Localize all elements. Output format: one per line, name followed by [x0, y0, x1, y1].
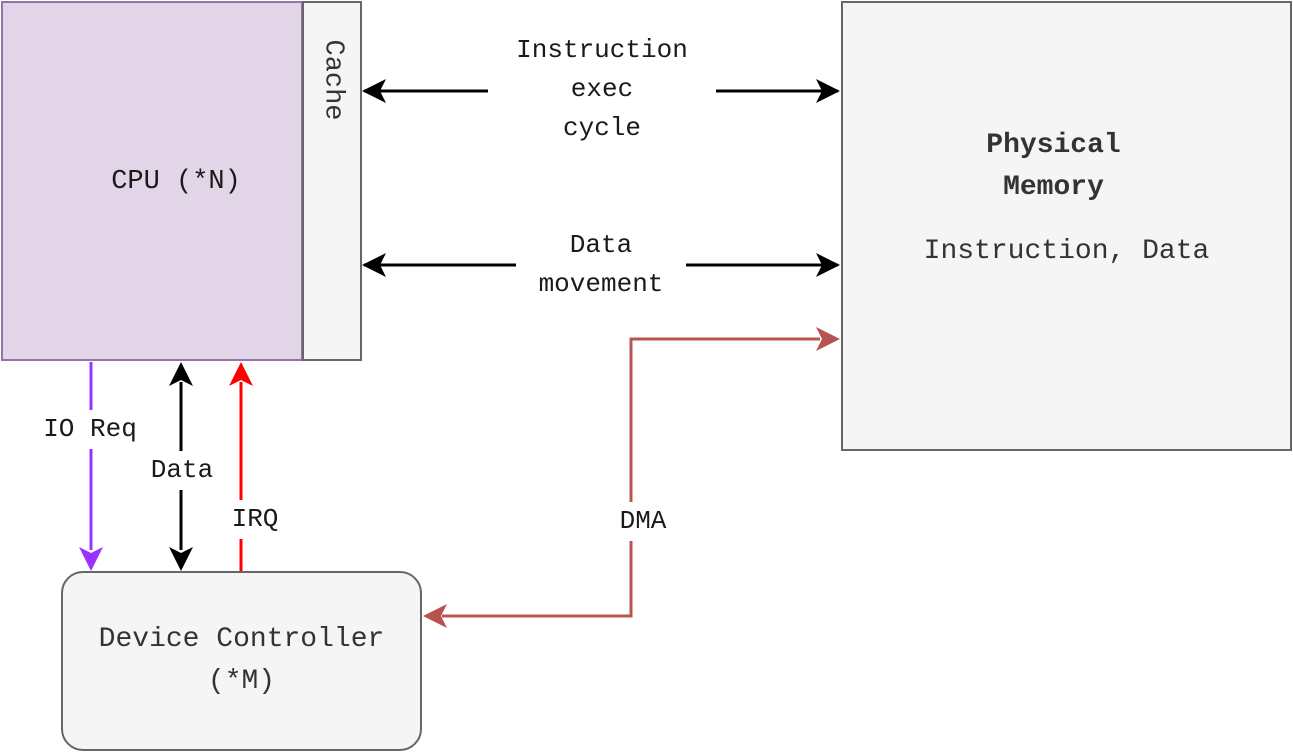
physical-memory-node: Physical Memory Instruction, Data: [841, 1, 1292, 451]
dma-arrow: [423, 327, 840, 628]
memory-title: Physical Memory: [986, 130, 1121, 203]
data-label: Data: [142, 451, 222, 490]
cpu-node: CPU (*N): [1, 1, 303, 361]
data-movement-arrow: [362, 253, 840, 277]
irq-label: IRQ: [222, 500, 288, 539]
data-movement-label: Data movement: [516, 226, 686, 304]
device-controller-node: Device Controller (*M): [61, 571, 422, 751]
device-label: Device Controller (*M): [98, 624, 385, 697]
cache-label: Cache: [317, 39, 348, 121]
instruction-cycle-label: Instruction exec cycle: [488, 31, 716, 148]
cache-node: Cache: [302, 1, 362, 361]
instruction-cycle-arrow: [362, 79, 840, 103]
irq-arrow: [229, 362, 253, 571]
io-req-arrow: [79, 362, 103, 571]
cpu-label: CPU (*N): [111, 167, 241, 197]
memory-content: Instruction, Data: [923, 236, 1210, 267]
io-req-label: IO Req: [26, 410, 154, 449]
dma-label: DMA: [608, 502, 678, 541]
